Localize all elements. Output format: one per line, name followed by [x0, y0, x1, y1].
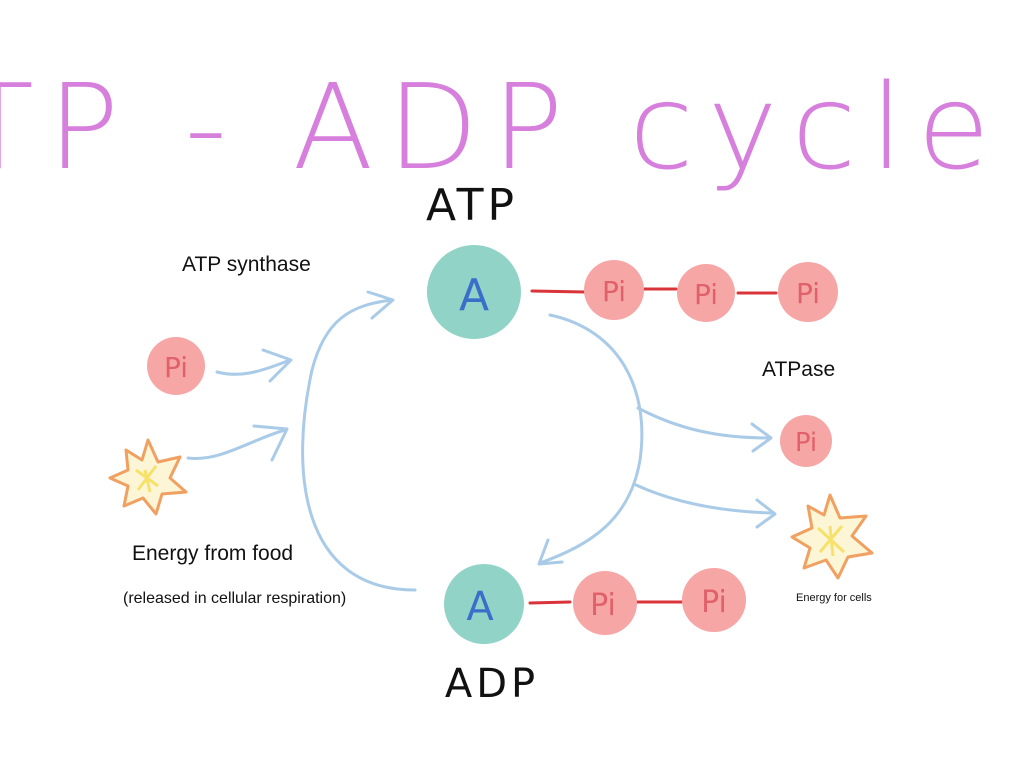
cycle-arrows [186, 290, 777, 592]
adp-phosphate-2: Pi [682, 568, 746, 632]
input-phosphate: Pi [147, 337, 205, 395]
energy-release-arrow [634, 483, 776, 515]
energy-from-food-label: Energy from food [132, 542, 293, 565]
phosphate-group: Pi Pi Pi Pi Pi Pi Pi [147, 260, 838, 635]
atp-synthase-label: ATP synthase [182, 253, 311, 276]
svg-text:Pi: Pi [694, 278, 718, 311]
svg-text:Pi: Pi [590, 588, 616, 623]
released-label: (released in cellular respiration) [123, 590, 346, 607]
energy-input-arrowhead [252, 424, 289, 462]
atp-bond-1 [530, 289, 587, 294]
synthesis-arrowhead [366, 290, 395, 320]
svg-text:Pi: Pi [796, 277, 820, 310]
released-phosphate: Pi [780, 415, 832, 467]
energy-for-cells-label: Energy for cells [796, 592, 872, 604]
adp-phosphate-1: Pi [573, 571, 637, 635]
diagram-title: ATP - ADP cycle [0, 58, 1004, 196]
svg-text:Pi: Pi [602, 275, 626, 308]
hydrolysis-arrowhead [537, 538, 564, 566]
atp-phosphate-2: Pi [677, 264, 735, 322]
pi-release-arrow [636, 406, 772, 440]
energy-input-arrow [186, 428, 287, 460]
svg-text:Pi: Pi [164, 351, 188, 384]
hydrolysis-arc-arrow [538, 313, 644, 565]
atp-adenosine: A [427, 245, 521, 339]
phosphate-bonds [528, 287, 778, 605]
atp-adenosine-letter: A [459, 270, 489, 321]
energy-from-food-star [108, 438, 188, 516]
energy-release-arrowhead [755, 498, 777, 529]
svg-text:Pi: Pi [795, 428, 817, 458]
atp-phosphate-3: Pi [778, 262, 838, 322]
adp-bond-1 [528, 600, 572, 605]
svg-text:Pi: Pi [701, 585, 727, 620]
adp-adenosine: A [444, 564, 524, 644]
pi-release-arrowhead [750, 422, 773, 453]
adp-adenosine-letter: A [466, 584, 494, 630]
synthesis-arc-arrow [301, 298, 417, 592]
energy-for-cells-star [790, 493, 874, 580]
atp-label: ATP [426, 180, 518, 231]
adp-label: ADP [445, 661, 539, 707]
atpase-label: ATPase [762, 358, 835, 381]
pi-input-arrow [215, 358, 292, 376]
atp-phosphate-1: Pi [584, 260, 644, 320]
pi-input-arrowhead [261, 348, 293, 383]
